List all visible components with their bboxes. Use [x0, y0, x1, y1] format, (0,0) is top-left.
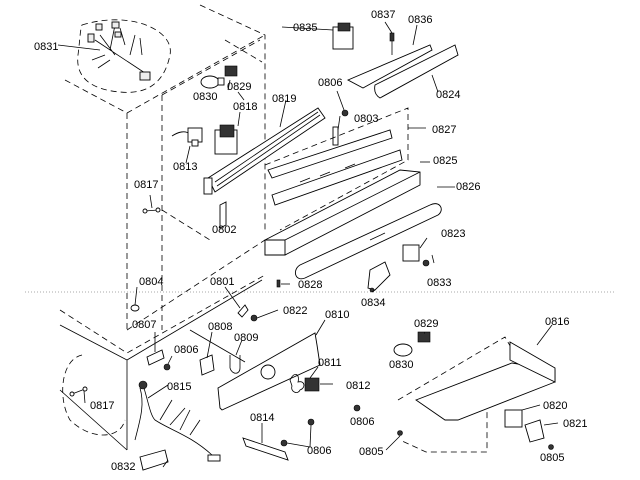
label-0802: 0802	[212, 224, 236, 236]
label-0836: 0836	[408, 14, 432, 26]
label-0827: 0827	[432, 124, 456, 136]
leader-lines	[57, 21, 559, 468]
label-0805-left: 0805	[359, 446, 383, 458]
label-0805-right: 0805	[540, 452, 564, 464]
tray-0816	[397, 336, 556, 453]
bracket-0821	[524, 419, 545, 443]
label-0821: 0821	[563, 418, 587, 430]
screw-0837	[389, 32, 395, 55]
plate-0810	[217, 332, 321, 411]
cabinet-outline-lower	[59, 274, 266, 451]
switch-0823	[402, 244, 420, 262]
label-0810: 0810	[325, 309, 349, 321]
label-0834: 0834	[361, 297, 385, 309]
label-0823: 0823	[441, 228, 465, 240]
label-0815: 0815	[167, 381, 191, 393]
label-0806-left: 0806	[174, 344, 198, 356]
pin-0817-upper	[142, 207, 161, 214]
pin-0817-lower	[62, 354, 126, 436]
label-0828: 0828	[298, 279, 322, 291]
label-0811: 0811	[318, 357, 342, 369]
motor-0812	[304, 377, 320, 392]
part-labels: 0831 0830 0829 0818 0819 0813 0817 0802 …	[34, 9, 587, 473]
label-0813: 0813	[173, 161, 197, 173]
bracket-0801	[237, 304, 249, 318]
label-0817-upper: 0817	[134, 179, 158, 191]
label-0832: 0832	[111, 461, 135, 473]
label-0806-middle: 0806	[350, 416, 374, 428]
label-0814: 0814	[250, 412, 274, 424]
label-0825: 0825	[433, 155, 457, 167]
wiring-harness-0831	[77, 19, 171, 93]
plate-0836	[346, 44, 433, 89]
cabinet-outline-upper	[64, 4, 266, 331]
bulb-0830-lower	[393, 343, 413, 357]
label-0804: 0804	[139, 276, 163, 288]
label-0829: 0829	[227, 81, 251, 93]
bulb-0830	[200, 75, 225, 89]
housing-0825	[264, 169, 421, 256]
label-0809: 0809	[234, 332, 258, 344]
label-0835: 0835	[293, 22, 317, 34]
label-0812: 0812	[346, 380, 370, 392]
control-panel-0827	[264, 107, 409, 231]
u-clip-0809	[229, 355, 241, 374]
socket-0829-lower	[417, 331, 431, 343]
screw-0806-upper	[341, 109, 349, 117]
clip-0802	[219, 201, 227, 229]
label-0830: 0830	[193, 91, 217, 103]
bar-0814	[242, 437, 289, 461]
post-0803	[332, 126, 339, 146]
label-0817-lower: 0817	[90, 400, 114, 412]
label-0801: 0801	[210, 276, 234, 288]
nut-0833	[422, 259, 430, 267]
trim-0824	[374, 44, 459, 99]
label-0822: 0822	[283, 305, 307, 317]
screw-0806-middle	[280, 404, 361, 447]
label-0830-lower: 0830	[389, 359, 413, 371]
label-0803: 0803	[354, 113, 378, 125]
label-0806-bottom: 0806	[307, 445, 331, 457]
label-0826: 0826	[456, 181, 480, 193]
label-0808: 0808	[208, 321, 232, 333]
ribbon-cable-0819	[203, 107, 326, 195]
label-0820: 0820	[543, 400, 567, 412]
lamp-bracket-0813	[171, 127, 203, 147]
label-0833: 0833	[427, 277, 451, 289]
bracket-0834	[367, 261, 391, 293]
block-0808	[199, 354, 215, 376]
block-0820	[504, 409, 523, 428]
screw-0805	[397, 430, 554, 450]
label-0831: 0831	[34, 41, 58, 53]
label-0824: 0824	[436, 89, 460, 101]
socket-0829	[224, 65, 238, 77]
label-0818: 0818	[233, 101, 257, 113]
label-0829-lower: 0829	[414, 318, 438, 330]
screw-0828	[276, 279, 281, 288]
fan-0811	[289, 373, 305, 393]
cover-0832	[139, 449, 169, 471]
grommet-0804	[130, 304, 140, 312]
harness-0815	[134, 380, 221, 462]
label-0819: 0819	[272, 93, 296, 105]
module-0835	[332, 22, 354, 50]
hinge-0807	[146, 349, 165, 366]
label-0807: 0807	[132, 319, 156, 331]
module-0818	[214, 124, 238, 155]
label-0837: 0837	[371, 9, 395, 21]
screw-0822	[250, 314, 258, 322]
cover-0826	[294, 203, 442, 280]
screw-0806-left	[163, 363, 171, 371]
label-0816: 0816	[545, 316, 569, 328]
label-0806-upper: 0806	[318, 77, 342, 89]
